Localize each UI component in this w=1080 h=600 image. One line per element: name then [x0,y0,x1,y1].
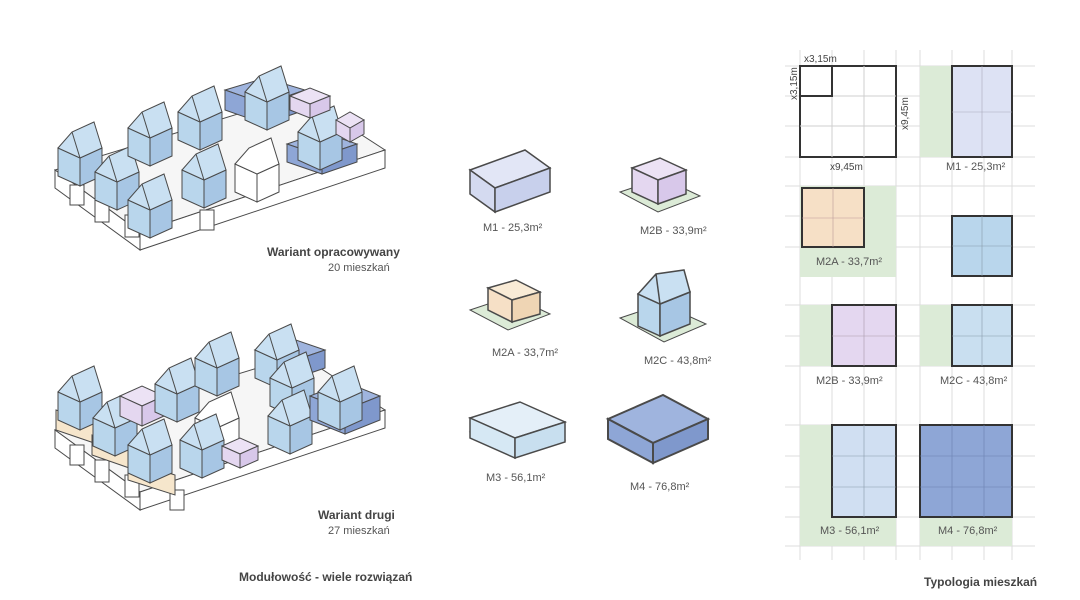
plan-label-m3: M3 - 56,1m² [820,525,880,537]
plan-label-m2c: M2C - 43,8m² [940,375,1008,387]
module-label-m2b: M2B - 33,9m² [640,225,707,237]
variant-1-title: Wariant opracowywany [267,245,400,259]
modularity-caption: Modułowość - wiele rozwiązań [239,570,413,584]
plan-label-m4: M4 - 76,8m² [938,525,998,537]
module-label-m4: M4 - 76,8m² [630,481,690,493]
dim-total-height: x9,45m [900,97,911,130]
dim-total-width: x9,45m [830,162,863,173]
variant-2-count: 27 mieszkań [328,525,390,537]
plan-label-m1: M1 - 25,3m² [946,161,1006,173]
variant-2-title: Wariant drugi [318,508,395,522]
dim-small-width: x3,15m [804,54,837,65]
module-label-m3: M3 - 56,1m² [486,472,546,484]
module-boxes [467,149,711,465]
dim-small-height: x3,15m [789,67,800,100]
variant-2-massing [53,323,387,511]
module-label-m2a: M2A - 33,7m² [492,347,559,359]
plan-label-m2b: M2B - 33,9m² [816,375,883,387]
module-label-m1: M1 - 25,3m² [483,222,543,234]
variant-1-count: 20 mieszkań [328,262,390,274]
module-label-m2c: M2C - 43,8m² [644,355,712,367]
typology-caption: Typologia mieszkań [924,575,1038,589]
plan-label-m2a: M2A - 33,7m² [816,256,883,268]
typology-grid: x3,15m x3,15m x9,45m x9,45m [785,50,1035,560]
variant-1-massing [53,65,387,251]
